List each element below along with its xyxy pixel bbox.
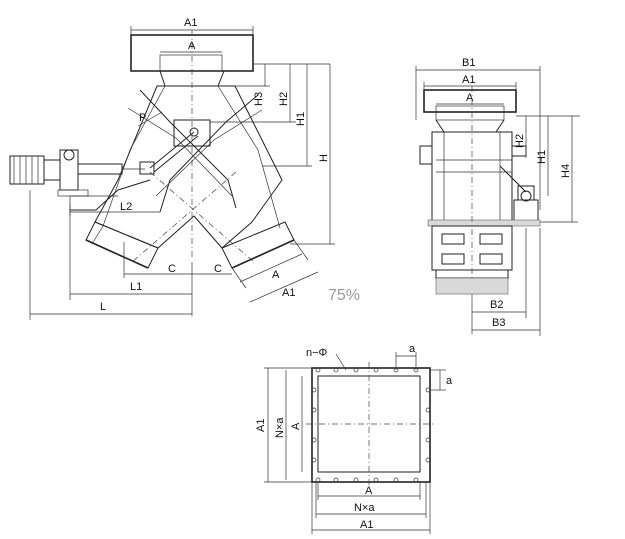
label-a-top-flange: a xyxy=(409,343,416,355)
label-c-right: C xyxy=(214,263,222,275)
label-a1-side: A1 xyxy=(462,74,475,86)
label-a-bottom-flange: A xyxy=(365,485,373,497)
label-a-left-flange: A xyxy=(290,422,302,430)
label-l2: L2 xyxy=(120,201,132,213)
pivot-housing xyxy=(173,119,211,147)
motor xyxy=(9,155,45,185)
gate-body xyxy=(94,85,283,249)
label-h: H xyxy=(318,154,330,162)
screw-actuator xyxy=(77,163,123,175)
flange-outer xyxy=(311,367,431,483)
label-h3: H3 xyxy=(253,92,265,106)
zoom-label: 75% xyxy=(328,287,360,304)
label-c-left: C xyxy=(168,263,176,275)
label-a-outlet: A xyxy=(272,269,280,281)
label-h1-side: H1 xyxy=(536,150,548,164)
label-l1: L1 xyxy=(130,281,142,293)
label-b1: B1 xyxy=(462,57,475,69)
label-a-right-flange: a xyxy=(446,375,453,387)
front-view: P A1 A H3 H2 H1 H L2 C C xyxy=(9,17,335,320)
label-h1: H1 xyxy=(295,112,307,126)
bolt-holes xyxy=(311,367,431,483)
label-l: L xyxy=(100,301,106,313)
label-a-side: A xyxy=(466,92,474,104)
label-nxa-left-flange: N×a xyxy=(274,417,286,438)
inlet-opening xyxy=(159,54,223,72)
label-a1-top: A1 xyxy=(184,17,197,29)
label-b2: B2 xyxy=(490,299,503,311)
gearbox xyxy=(59,149,79,191)
label-h2-side: H2 xyxy=(514,134,526,148)
side-inlet-flange xyxy=(423,89,517,113)
label-h4-side: H4 xyxy=(560,164,572,178)
label-a1-left-flange: A1 xyxy=(255,419,267,432)
flange-view: n−Φ a a A1 N×a A A N×a A1 xyxy=(255,343,453,534)
label-a1-outlet: A1 xyxy=(282,287,295,299)
side-view: B1 A1 A H2 H1 H4 B2 B3 xyxy=(415,57,580,336)
label-h2: H2 xyxy=(278,92,290,106)
label-b3: B3 xyxy=(492,317,505,329)
label-a1-bottom-flange: A1 xyxy=(360,519,373,531)
label-nxa-bottom-flange: N×a xyxy=(354,502,375,514)
label-p: P xyxy=(139,112,146,124)
label-a-top: A xyxy=(188,40,196,52)
label-n-phi: n−Φ xyxy=(306,347,328,359)
side-actuator xyxy=(513,199,539,223)
